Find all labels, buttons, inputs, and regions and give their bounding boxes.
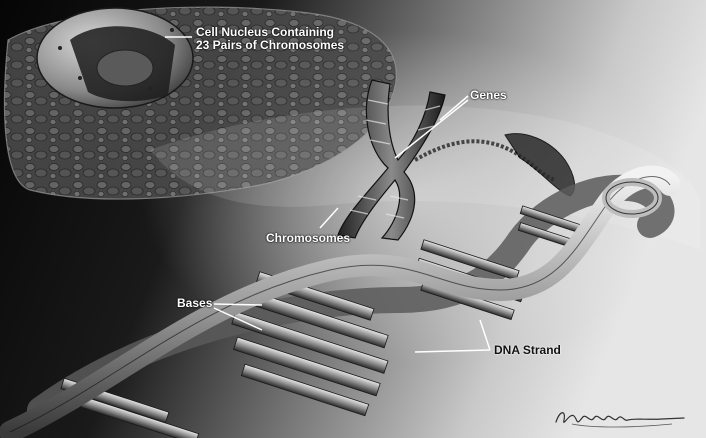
artist-signature	[552, 402, 692, 432]
dna-strand-label: DNA Strand	[494, 344, 561, 357]
genes-label: Genes	[470, 89, 507, 102]
chromosomes-label: Chromosomes	[266, 232, 350, 245]
nucleus-label: Cell Nucleus Containing 23 Pairs of Chro…	[196, 26, 344, 52]
bases-label: Bases	[177, 297, 212, 310]
nucleus-label-line2: 23 Pairs of Chromosomes	[196, 39, 344, 52]
